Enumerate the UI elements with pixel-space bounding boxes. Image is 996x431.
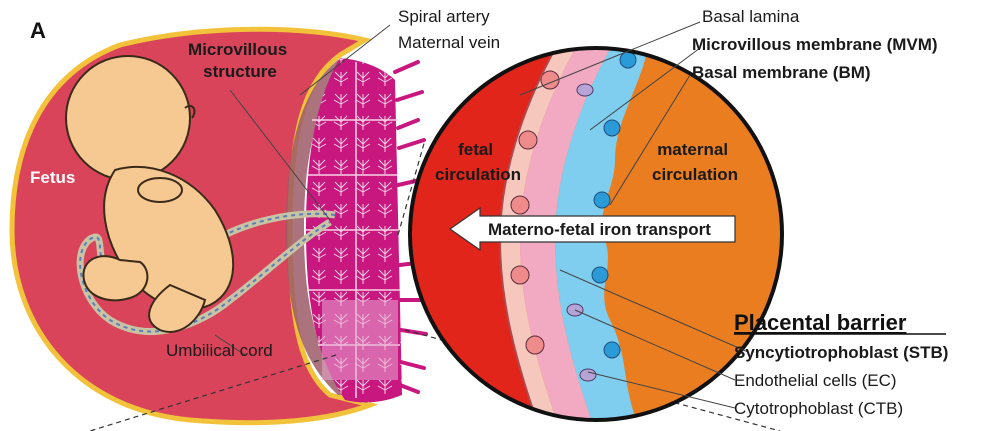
mvm-label: Microvillous membrane (MVM) (692, 35, 938, 54)
basal-lamina-label: Basal lamina (702, 7, 800, 26)
maternal-vein-label: Maternal vein (398, 33, 500, 52)
ec-label: Endothelial cells (EC) (734, 371, 897, 390)
intervillous-space (322, 300, 398, 380)
spiral-artery-label: Spiral artery (398, 7, 490, 26)
transport-arrow-label: Materno-fetal iron transport (488, 220, 711, 239)
placental-barrier-title: Placental barrier (734, 310, 907, 335)
bm-label: Basal membrane (BM) (692, 63, 871, 82)
ctb-label: Cytotrophoblast (CTB) (734, 399, 903, 418)
fetus-label: Fetus (30, 168, 75, 187)
umbilical-cord-label: Umbilical cord (166, 341, 273, 360)
panel-label: A (30, 18, 46, 43)
stb-label: Syncytiotrophoblast (STB) (734, 343, 948, 362)
